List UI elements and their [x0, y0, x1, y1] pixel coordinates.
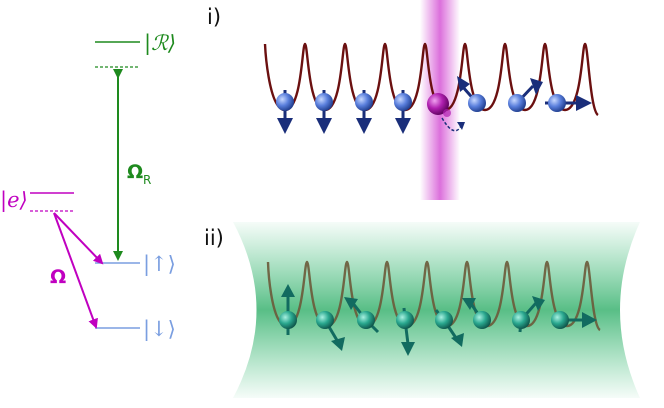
atom-tilted-2 — [508, 78, 543, 112]
atom-down-4 — [394, 90, 412, 134]
cavity-atom-8 — [551, 311, 597, 329]
omega-arrow-to-down — [53, 212, 98, 329]
omega-r-subscript: R — [143, 173, 151, 187]
omega-arrow-to-up — [53, 212, 104, 265]
panel-ii-label: ii) — [204, 226, 224, 250]
omega-label: Ω — [50, 266, 66, 288]
excited-level-label: |e⟩ — [0, 188, 28, 213]
cavity-atom-1 — [279, 284, 297, 335]
atom-down-1 — [276, 90, 294, 134]
atom-tilted-1 — [457, 76, 486, 112]
cavity-atom-2 — [316, 311, 345, 351]
cavity-atom-6 — [462, 298, 491, 329]
cavity-atom-7 — [512, 296, 545, 333]
rydberg-excited-atom — [427, 93, 465, 132]
panel-i: i) — [207, 0, 599, 200]
atom-down-3 — [355, 90, 373, 134]
omega-r-label: Ω — [127, 161, 143, 183]
rydberg-level-label: |ℛ⟩ — [144, 31, 176, 56]
cavity-atom-3 — [344, 297, 380, 334]
energy-level-scheme: |ℛ⟩ |e⟩ |↑⟩ |↓⟩ Ω R Ω — [0, 31, 176, 342]
atom-right-3 — [545, 94, 592, 112]
panel-ii: ii) — [204, 222, 640, 398]
down-level-label: |↓⟩ — [143, 317, 176, 342]
panel-i-label: i) — [207, 5, 221, 29]
cavity-atom-5 — [434, 309, 464, 347]
cavity-atom-4 — [396, 307, 415, 356]
up-level-label: |↑⟩ — [143, 252, 176, 277]
atom-down-2 — [315, 90, 333, 134]
